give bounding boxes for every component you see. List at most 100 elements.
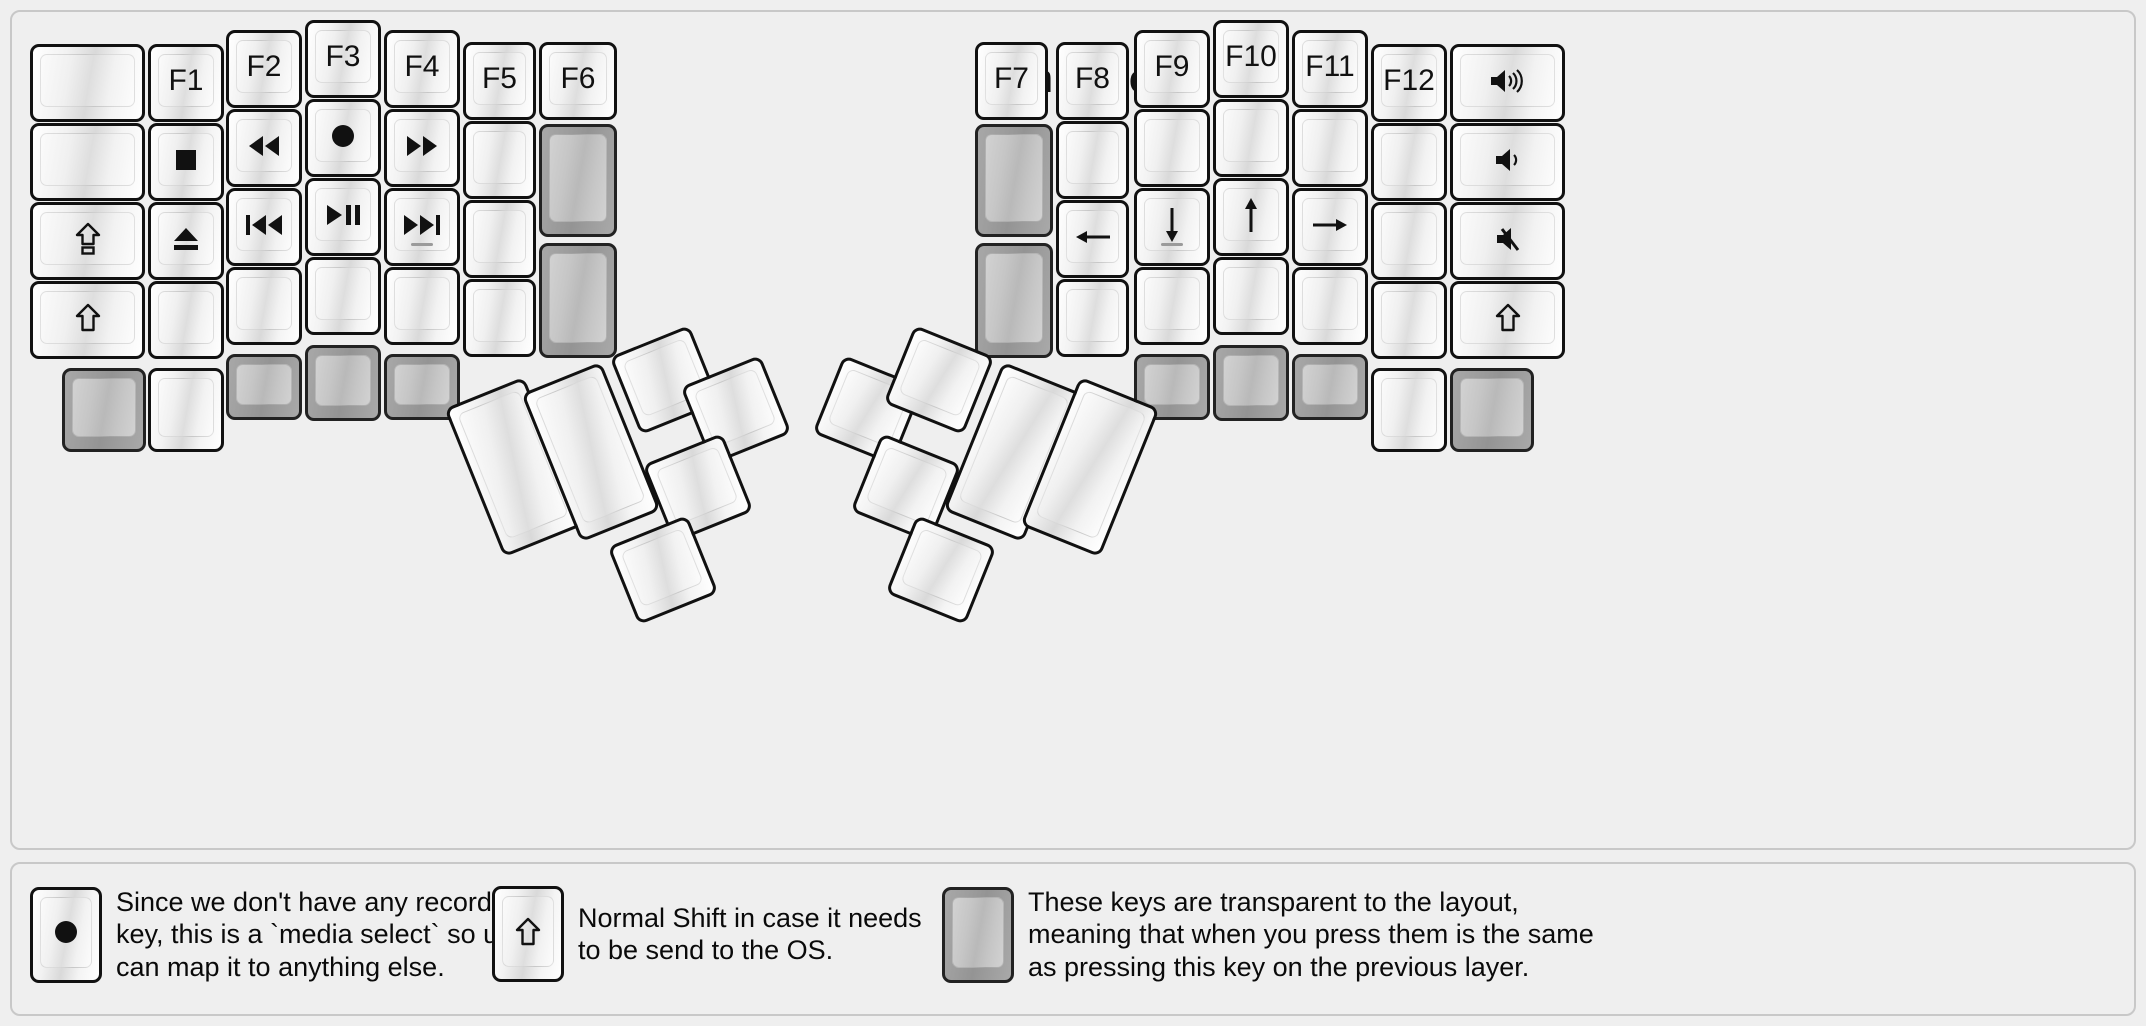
left-key-blank-icon[interactable] <box>226 267 302 345</box>
keycap-surface <box>158 378 214 437</box>
right-key-blank-icon[interactable] <box>1213 257 1289 335</box>
legend-panel: Since we don't have any recording key, t… <box>10 862 2136 1016</box>
left-key-play-pause-icon[interactable] <box>305 178 381 256</box>
keycap-surface <box>620 527 704 608</box>
left-key-blank-icon[interactable] <box>62 368 146 452</box>
left-key-blank-icon[interactable] <box>148 281 224 359</box>
right-key-volume-up-icon[interactable] <box>1450 44 1565 122</box>
right-key-f10[interactable]: F10 <box>1213 20 1289 98</box>
keycap-surface <box>1144 40 1200 93</box>
keycap-surface <box>1460 291 1555 344</box>
right-key-blank-icon[interactable] <box>1371 368 1447 452</box>
keycap-surface <box>502 896 554 967</box>
right-key-blank-icon[interactable] <box>1292 267 1368 345</box>
right-key-blank-icon[interactable] <box>1292 354 1368 420</box>
right-key-blank-icon[interactable] <box>1371 281 1447 359</box>
right-key-f7[interactable]: F7 <box>975 42 1048 120</box>
keycap-surface <box>1223 267 1279 320</box>
left-key-blank-icon[interactable] <box>226 354 302 420</box>
right-key-blank-icon[interactable] <box>1056 121 1129 199</box>
keycap-surface <box>900 527 984 608</box>
keycap-surface <box>985 52 1038 105</box>
keycap-surface <box>236 40 292 93</box>
left-key-blank-icon[interactable] <box>305 345 381 421</box>
keycap-surface <box>655 445 739 526</box>
homing-bar <box>411 243 433 246</box>
right-key-blank-icon[interactable] <box>1134 109 1210 187</box>
keycap-surface <box>72 378 136 437</box>
left-key-f4[interactable]: F4 <box>384 30 460 108</box>
left-key-record-icon[interactable] <box>305 99 381 177</box>
left-key-f5[interactable]: F5 <box>463 42 536 120</box>
left-key-next-track-icon[interactable] <box>384 188 460 266</box>
right-key-blank-icon[interactable] <box>1371 123 1447 201</box>
right-key-blank-icon[interactable] <box>1134 354 1210 420</box>
keycap-surface <box>693 367 777 448</box>
left-key-blank-icon[interactable] <box>463 279 536 357</box>
left-key-blank-icon[interactable] <box>539 243 617 358</box>
right-key-blank-icon[interactable] <box>1213 99 1289 177</box>
left-key-blank-icon[interactable] <box>463 121 536 199</box>
legend-sample-record-icon <box>30 886 102 983</box>
right-key-arrow-down-icon[interactable] <box>1134 188 1210 266</box>
keycap-surface <box>40 133 135 186</box>
left-key-blank-icon[interactable] <box>148 368 224 452</box>
legend-sample-shift-arrow-icon <box>492 886 564 982</box>
keycap-surface <box>473 210 526 263</box>
keycap-surface <box>1460 54 1555 107</box>
left-key-rewind-icon[interactable] <box>226 109 302 187</box>
right-key-blank-icon[interactable] <box>1134 267 1210 345</box>
left-key-f1[interactable]: F1 <box>148 44 224 122</box>
left-key-blank-icon[interactable] <box>30 44 145 122</box>
left-key-prev-track-icon[interactable] <box>226 188 302 266</box>
right-key-blank-icon[interactable] <box>1056 279 1129 357</box>
legend-item-2: These keys are transparent to the layout… <box>942 886 1594 983</box>
right-key-f8[interactable]: F8 <box>1056 42 1129 120</box>
right-key-blank-icon[interactable] <box>1292 109 1368 187</box>
right-key-blank-icon[interactable] <box>1450 368 1534 452</box>
left-key-caps-lock-arrow-icon[interactable] <box>30 202 145 280</box>
legend-key-sample <box>30 886 102 983</box>
keycap-surface <box>985 253 1043 343</box>
keycap-surface <box>1066 52 1119 105</box>
keycap-surface <box>473 52 526 105</box>
left-key-f6[interactable]: F6 <box>539 42 617 120</box>
keycap-surface <box>40 291 135 344</box>
keycap-surface <box>315 188 371 241</box>
right-key-arrow-right-icon[interactable] <box>1292 188 1368 266</box>
right-key-blank-icon[interactable] <box>1213 345 1289 421</box>
right-key-shift-arrow-icon[interactable] <box>1450 281 1565 359</box>
keycap-surface <box>394 364 450 405</box>
left-key-stop-icon[interactable] <box>148 123 224 201</box>
right-key-f11[interactable]: F11 <box>1292 30 1368 108</box>
left-key-blank-icon[interactable] <box>384 267 460 345</box>
left-key-f3[interactable]: F3 <box>305 20 381 98</box>
left-key-shift-arrow-icon[interactable] <box>30 281 145 359</box>
right-key-blank-icon[interactable] <box>975 124 1053 237</box>
keycap-surface <box>1223 355 1279 406</box>
keycap-surface <box>315 109 371 162</box>
left-key-blank-icon[interactable] <box>463 200 536 278</box>
legend-key-sample <box>942 886 1014 983</box>
right-key-f12[interactable]: F12 <box>1371 44 1447 122</box>
left-key-blank-icon[interactable] <box>539 124 617 237</box>
left-key-blank-icon[interactable] <box>30 123 145 201</box>
right-key-blank-icon[interactable] <box>975 243 1053 358</box>
right-key-volume-mute-icon[interactable] <box>1450 202 1565 280</box>
left-key-eject-icon[interactable] <box>148 202 224 280</box>
keycap-surface <box>1144 119 1200 172</box>
left-key-blank-icon[interactable] <box>305 257 381 335</box>
keycap-surface <box>549 52 607 105</box>
left-key-fast-forward-icon[interactable] <box>384 109 460 187</box>
right-key-volume-down-icon[interactable] <box>1450 123 1565 201</box>
right-key-blank-icon[interactable] <box>1371 202 1447 280</box>
keycap-surface <box>952 896 1004 968</box>
keycap-surface <box>1066 289 1119 342</box>
right-key-arrow-left-icon[interactable] <box>1056 200 1129 278</box>
legend-sample-blank-icon <box>942 886 1014 983</box>
keycap-surface <box>236 364 292 405</box>
right-key-f9[interactable]: F9 <box>1134 30 1210 108</box>
keycap-surface <box>158 54 214 107</box>
right-key-arrow-up-icon[interactable] <box>1213 178 1289 256</box>
left-key-f2[interactable]: F2 <box>226 30 302 108</box>
